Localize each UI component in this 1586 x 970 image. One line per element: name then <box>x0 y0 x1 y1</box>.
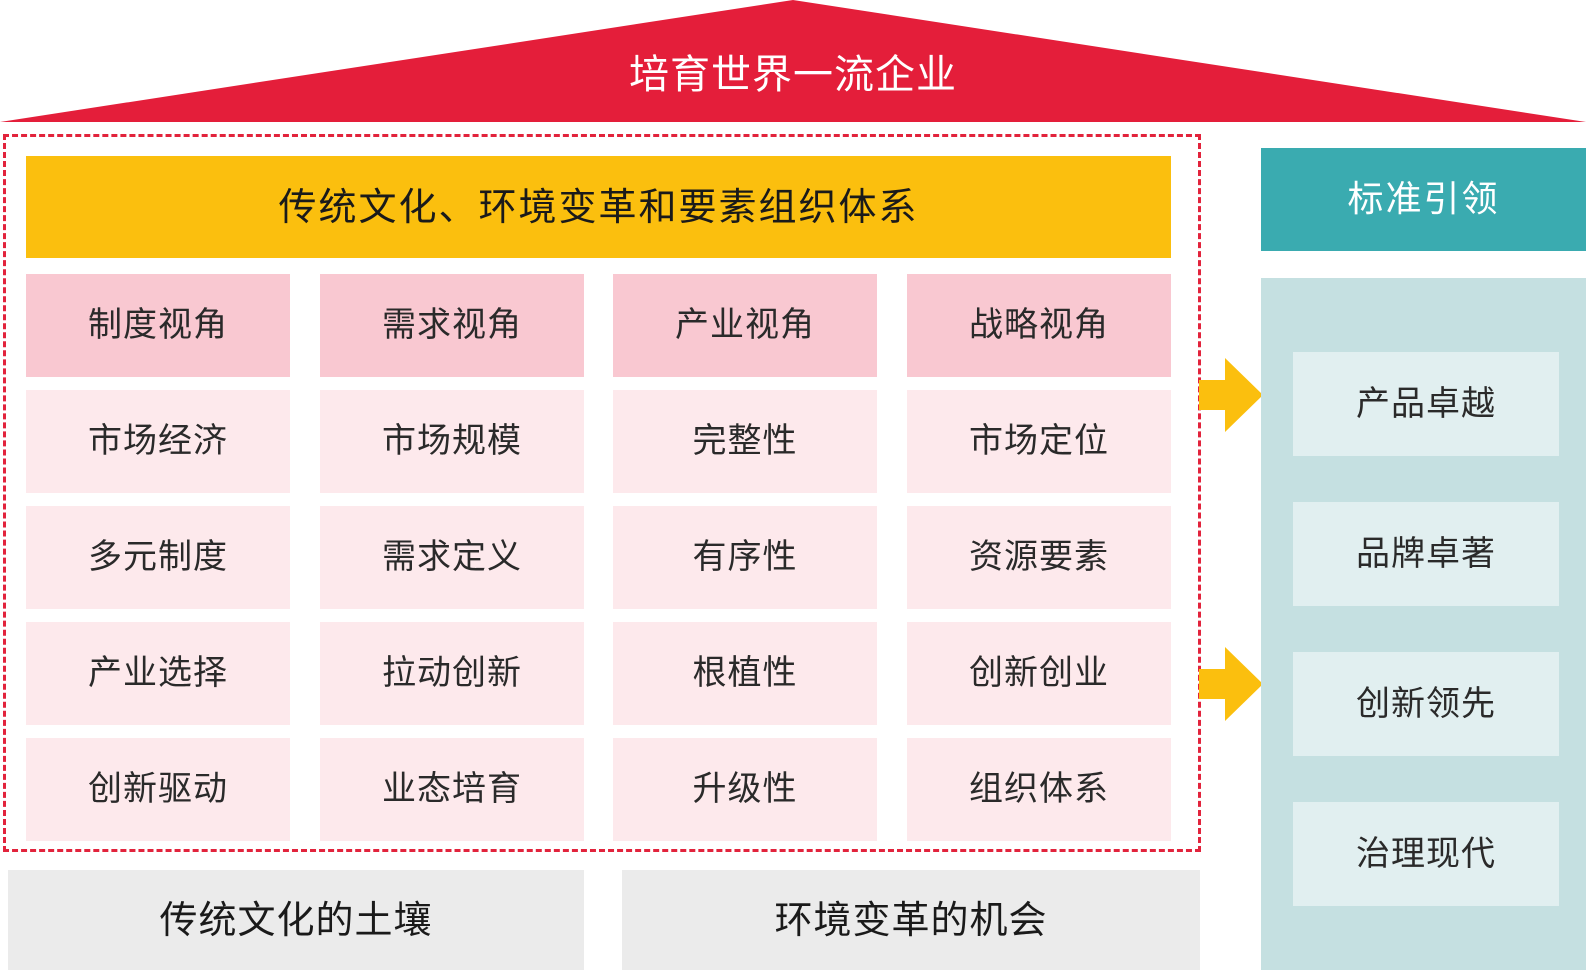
grid-cell: 组织体系 <box>907 738 1171 841</box>
dashed-frame <box>3 134 1201 852</box>
grid-cell: 拉动创新 <box>320 622 584 725</box>
grid-cell: 创新创业 <box>907 622 1171 725</box>
arrow-right-icon <box>1199 358 1263 432</box>
column-header-industry: 产业视角 <box>613 274 877 377</box>
arrow-right-icon <box>1199 647 1263 721</box>
grid-cell: 业态培育 <box>320 738 584 841</box>
side-item: 创新领先 <box>1293 652 1559 756</box>
side-item: 治理现代 <box>1293 802 1559 906</box>
grid-cell: 资源要素 <box>907 506 1171 609</box>
grid-cell: 市场经济 <box>26 390 290 493</box>
side-header: 标准引领 <box>1261 148 1586 251</box>
column-header-strategy: 战略视角 <box>907 274 1171 377</box>
grid-cell: 多元制度 <box>26 506 290 609</box>
side-item: 品牌卓著 <box>1293 502 1559 606</box>
grid-cell: 有序性 <box>613 506 877 609</box>
side-item: 产品卓越 <box>1293 352 1559 456</box>
foundation-right: 环境变革的机会 <box>622 870 1200 970</box>
grid-cell: 市场定位 <box>907 390 1171 493</box>
banner-title: 传统文化、环境变革和要素组织体系 <box>26 156 1171 258</box>
column-header-institution: 制度视角 <box>26 274 290 377</box>
column-header-demand: 需求视角 <box>320 274 584 377</box>
roof-shape <box>0 0 1586 122</box>
foundation-left: 传统文化的土壤 <box>8 870 584 970</box>
grid-cell: 产业选择 <box>26 622 290 725</box>
grid-cell: 升级性 <box>613 738 877 841</box>
grid-cell: 根植性 <box>613 622 877 725</box>
grid-cell: 需求定义 <box>320 506 584 609</box>
grid-cell: 市场规模 <box>320 390 584 493</box>
grid-cell: 创新驱动 <box>26 738 290 841</box>
roof-title: 培育世界一流企业 <box>629 52 957 98</box>
grid-cell: 完整性 <box>613 390 877 493</box>
